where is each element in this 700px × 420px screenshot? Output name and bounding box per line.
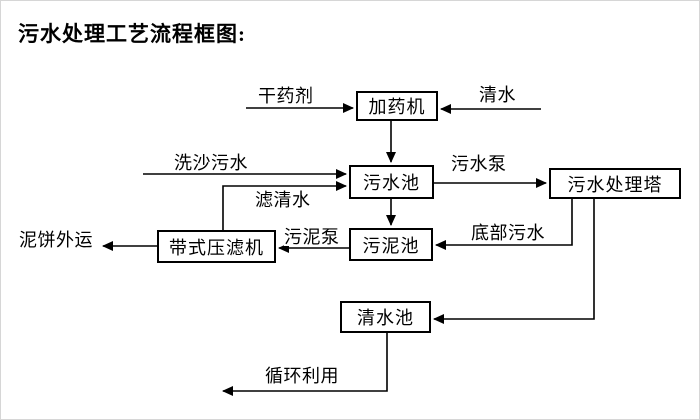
label-clean-water: 清水 [479,85,516,105]
node-dosing-machine: 加药机 [356,91,438,121]
node-clean-water-pool: 清水池 [340,301,431,333]
arrow-tower-to-clean-water-pool [433,199,594,324]
label-dry-chemical: 干药剂 [258,86,314,106]
label-bottom-sewage: 底部污水 [471,223,545,243]
label-sewage-pump: 污水泵 [451,154,507,174]
label-sludge-pump: 污泥泵 [284,227,340,247]
label-sand-washing-sewage: 洗沙污水 [174,153,248,173]
node-sewage-pool: 污水池 [349,165,434,199]
arrow-recycling-out [222,333,387,396]
label-recycling: 循环利用 [265,366,339,386]
node-sludge-pool: 污泥池 [349,228,433,261]
node-treatment-tower: 污水处理塔 [549,168,681,199]
arrow-bottom-sewage-to-sludge-pool [435,199,572,250]
page-title: 污水处理工艺流程框图: [18,22,246,46]
node-belt-filter-press: 带式压滤机 [157,230,276,263]
arrow-filtered-water-return [223,181,347,230]
label-mud-cake-transport: 泥饼外运 [19,230,93,250]
label-filtered-water: 滤清水 [255,190,311,210]
